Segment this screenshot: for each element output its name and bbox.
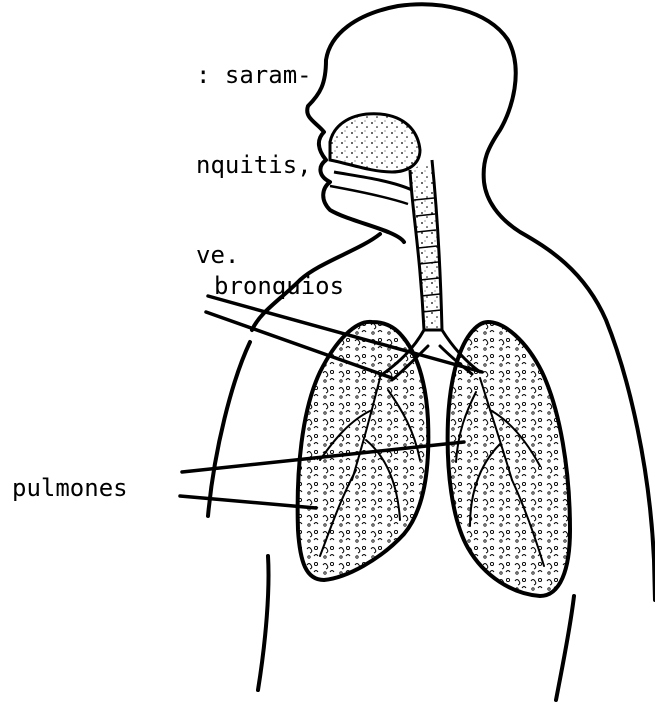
label-pulmones: pulmones — [12, 474, 128, 502]
trachea — [410, 160, 442, 330]
nasal-cavity — [330, 114, 420, 204]
left-lung — [298, 322, 429, 580]
right-lung — [448, 322, 570, 596]
body-outline — [208, 4, 655, 700]
label-bronquios: bronquios — [214, 272, 344, 300]
